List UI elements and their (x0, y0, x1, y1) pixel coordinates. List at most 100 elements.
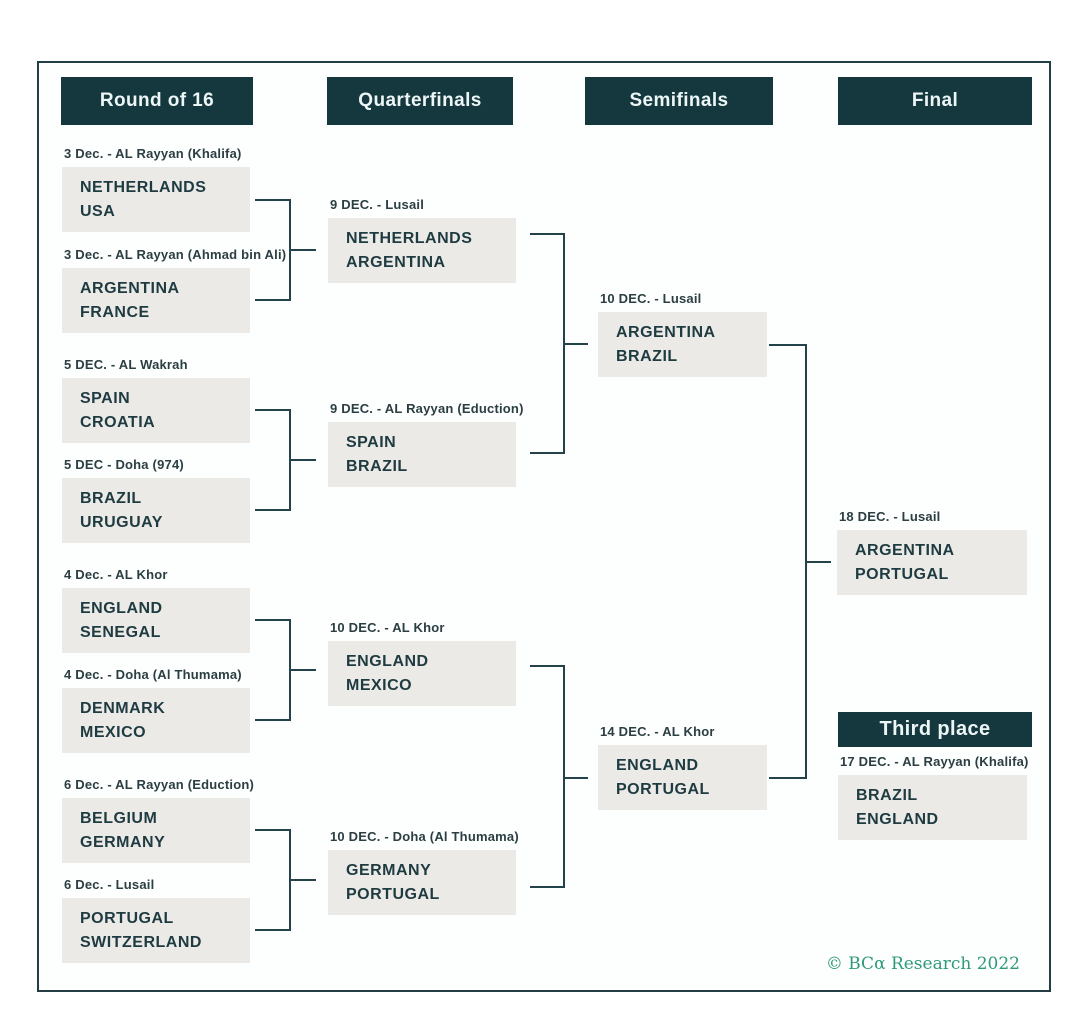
match-box: BRAZIL URUGUAY (62, 478, 250, 543)
team-label: DENMARK (80, 700, 166, 717)
team-label: PORTUGAL (616, 781, 710, 798)
team-label: CROATIA (80, 414, 156, 431)
match-r16-8: 6 Dec. - Lusail PORTUGAL SWITZERLAND (62, 877, 250, 963)
match-box: ARGENTINA FRANCE (62, 268, 250, 333)
connector-line (255, 199, 290, 201)
match-sf-2: 14 DEC. - AL Khor ENGLAND PORTUGAL (598, 724, 767, 810)
match-date: 4 Dec. - Doha (Al Thumama) (64, 667, 242, 682)
team-label: BRAZIL (616, 348, 678, 365)
match-date: 6 Dec. - AL Rayyan (Eduction) (64, 777, 255, 792)
match-box: DENMARK MEXICO (62, 688, 250, 753)
connector-line (255, 829, 290, 831)
connector-line (805, 561, 831, 563)
match-box: ARGENTINA PORTUGAL (837, 530, 1027, 595)
column-header-round-of-16: Round of 16 (61, 77, 253, 125)
match-box: GERMANY PORTUGAL (328, 850, 516, 915)
team-label: GERMANY (80, 834, 166, 851)
match-box: NETHERLANDS ARGENTINA (328, 218, 516, 283)
team-label: MEXICO (346, 677, 413, 694)
team-label: ARGENTINA (855, 542, 955, 559)
match-box: ENGLAND SENEGAL (62, 588, 250, 653)
connector-line (255, 299, 290, 301)
team-label: BRAZIL (856, 787, 918, 804)
column-header-third-place: Third place (838, 712, 1032, 747)
match-box: BRAZIL ENGLAND (838, 775, 1027, 840)
team-label: PORTUGAL (346, 886, 440, 903)
team-label: ENGLAND (346, 653, 429, 670)
match-third-place: 17 DEC. - AL Rayyan (Khalifa) BRAZIL ENG… (838, 754, 1029, 840)
team-label: SWITZERLAND (80, 934, 202, 951)
connector-line (769, 344, 807, 346)
team-label: GERMANY (346, 862, 432, 879)
copyright-credit: © BCα Research 2022 (825, 954, 1020, 974)
match-r16-2: 3 Dec. - AL Rayyan (Ahmad bin Ali) ARGEN… (62, 247, 287, 333)
team-label: SPAIN (346, 434, 397, 451)
match-r16-7: 6 Dec. - AL Rayyan (Eduction) BELGIUM GE… (62, 777, 255, 863)
match-date: 10 DEC. - AL Khor (330, 620, 445, 635)
match-date: 5 DEC. - AL Wakrah (64, 357, 188, 372)
team-label: ENGLAND (80, 600, 163, 617)
connector-line (289, 459, 316, 461)
match-qf-4: 10 DEC. - Doha (Al Thumama) GERMANY PORT… (328, 829, 519, 915)
match-date: 5 DEC - Doha (974) (64, 457, 184, 472)
match-sf-1: 10 DEC. - Lusail ARGENTINA BRAZIL (598, 291, 767, 377)
match-box: PORTUGAL SWITZERLAND (62, 898, 250, 963)
match-qf-2: 9 DEC. - AL Rayyan (Eduction) SPAIN BRAZ… (328, 401, 524, 487)
match-r16-5: 4 Dec. - AL Khor ENGLAND SENEGAL (62, 567, 250, 653)
match-final: 18 DEC. - Lusail ARGENTINA PORTUGAL (837, 509, 1027, 595)
team-label: ENGLAND (856, 811, 939, 828)
team-label: NETHERLANDS (346, 230, 473, 247)
team-label: BRAZIL (346, 458, 408, 475)
connector-line (255, 409, 290, 411)
team-label: SENEGAL (80, 624, 161, 641)
team-label: PORTUGAL (855, 566, 949, 583)
team-label: ARGENTINA (346, 254, 446, 271)
match-date: 3 Dec. - AL Rayyan (Khalifa) (64, 146, 242, 161)
team-label: SPAIN (80, 390, 131, 407)
connector-line (255, 509, 290, 511)
connector-line (563, 777, 588, 779)
match-date: 6 Dec. - Lusail (64, 877, 155, 892)
column-header-semifinals: Semifinals (585, 77, 773, 125)
match-qf-1: 9 DEC. - Lusail NETHERLANDS ARGENTINA (328, 197, 516, 283)
match-date: 3 Dec. - AL Rayyan (Ahmad bin Ali) (64, 247, 287, 262)
match-r16-6: 4 Dec. - Doha (Al Thumama) DENMARK MEXIC… (62, 667, 250, 753)
match-date: 9 DEC. - AL Rayyan (Eduction) (330, 401, 524, 416)
match-date: 18 DEC. - Lusail (839, 509, 941, 524)
match-qf-3: 10 DEC. - AL Khor ENGLAND MEXICO (328, 620, 516, 706)
match-r16-1: 3 Dec. - AL Rayyan (Khalifa) NETHERLANDS… (62, 146, 250, 232)
match-date: 14 DEC. - AL Khor (600, 724, 715, 739)
match-box: NETHERLANDS USA (62, 167, 250, 232)
match-r16-4: 5 DEC - Doha (974) BRAZIL URUGUAY (62, 457, 250, 543)
team-label: USA (80, 203, 116, 220)
connector-line (255, 619, 290, 621)
match-box: ENGLAND PORTUGAL (598, 745, 767, 810)
connector-line (530, 233, 565, 235)
match-date: 9 DEC. - Lusail (330, 197, 425, 212)
team-label: NETHERLANDS (80, 179, 207, 196)
match-box: SPAIN BRAZIL (328, 422, 516, 487)
team-label: MEXICO (80, 724, 147, 741)
connector-line (530, 886, 565, 888)
connector-line (289, 669, 316, 671)
connector-line (563, 343, 588, 345)
connector-line (255, 929, 290, 931)
team-label: ENGLAND (616, 757, 699, 774)
match-r16-3: 5 DEC. - AL Wakrah SPAIN CROATIA (62, 357, 250, 443)
match-date: 10 DEC. - Doha (Al Thumama) (330, 829, 519, 844)
match-box: ARGENTINA BRAZIL (598, 312, 767, 377)
team-label: ARGENTINA (80, 280, 180, 297)
team-label: BELGIUM (80, 810, 158, 827)
connector-line (289, 249, 316, 251)
team-label: URUGUAY (80, 514, 163, 531)
connector-line (289, 879, 316, 881)
match-date: 17 DEC. - AL Rayyan (Khalifa) (840, 754, 1029, 769)
team-label: PORTUGAL (80, 910, 174, 927)
team-label: BRAZIL (80, 490, 142, 507)
connector-line (530, 452, 565, 454)
match-date: 10 DEC. - Lusail (600, 291, 702, 306)
match-box: ENGLAND MEXICO (328, 641, 516, 706)
team-label: FRANCE (80, 304, 150, 321)
match-box: SPAIN CROATIA (62, 378, 250, 443)
